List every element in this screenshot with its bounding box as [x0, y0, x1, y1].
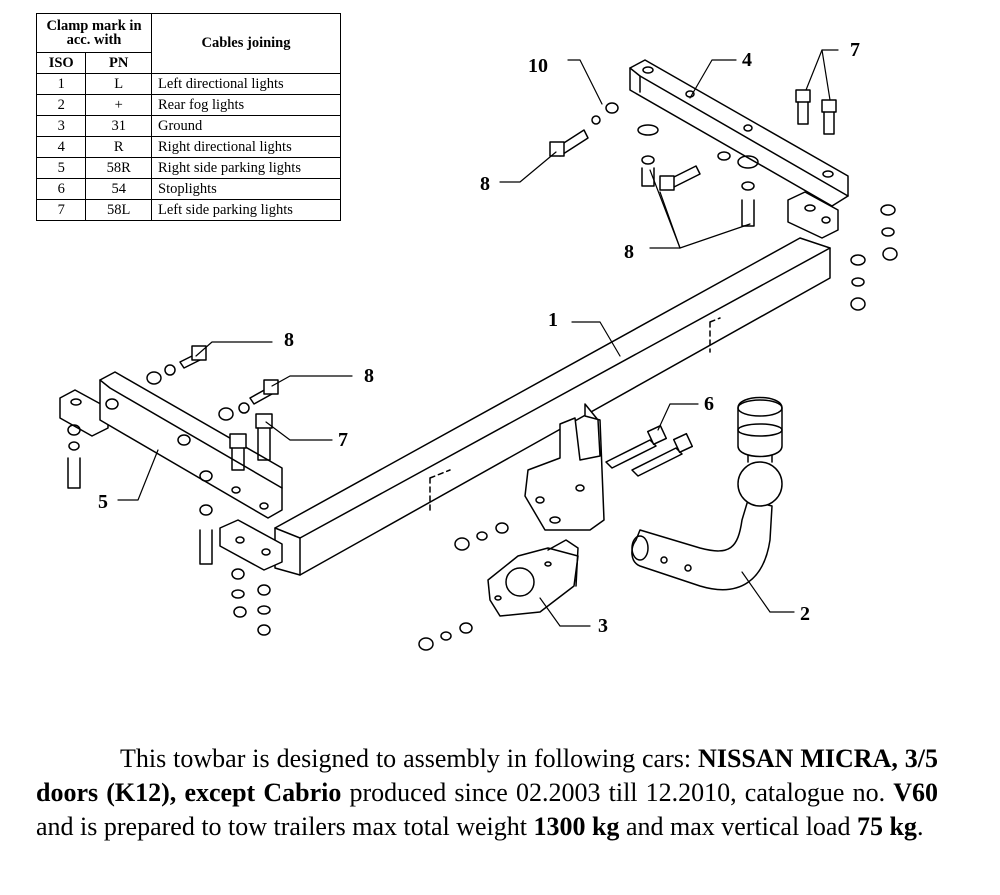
desc-end: . — [916, 812, 924, 841]
desc-cell: Stoplights — [151, 178, 341, 200]
callout-10: 10 — [528, 55, 548, 77]
fasteners — [67, 89, 898, 651]
iso-cell: 7 — [35, 199, 87, 221]
ball-mount-bracket-part — [524, 403, 605, 531]
iso-header: ISO — [35, 52, 87, 74]
max-vertical-load: 75 kg — [856, 812, 917, 841]
bolts-6 — [605, 424, 694, 477]
max-trailer-weight: 1300 kg — [533, 812, 620, 841]
callout-6: 6 — [704, 393, 714, 415]
callout-1: 1 — [548, 309, 558, 331]
desc-part2: produced since 02.2003 till 12.2010, cat… — [341, 778, 894, 807]
pn-header: PN — [85, 52, 152, 74]
catalogue-number: V60 — [893, 778, 938, 807]
callout-8-left-2: 8 — [364, 365, 374, 387]
desc-cell: Right side parking lights — [151, 157, 341, 179]
socket-plate-part — [487, 539, 579, 617]
leader-lines — [117, 49, 839, 627]
callout-7-top: 7 — [850, 39, 860, 61]
cross-beam-part — [274, 237, 831, 576]
desc-part4: and max vertical load — [619, 812, 857, 841]
callout-7-left: 7 — [338, 429, 348, 451]
callout-4: 4 — [742, 49, 752, 71]
callout-2: 2 — [800, 603, 810, 625]
pn-cell: 58L — [85, 199, 152, 221]
callout-8-top: 8 — [624, 241, 634, 263]
desc-cell: Rear fog lights — [151, 94, 341, 116]
desc-part3: and is prepared to tow trailers max tota… — [36, 812, 534, 841]
table-subheader-row: ISO PN — [35, 52, 341, 74]
desc-cell: Left side parking lights — [151, 199, 341, 221]
fitment-description: This towbar is designed to assembly in f… — [36, 742, 938, 844]
tow-ball-part — [631, 396, 783, 591]
cables-joining-header: Cables joining — [151, 13, 341, 74]
callout-5: 5 — [98, 491, 108, 513]
right-bracket-part — [629, 59, 849, 239]
desc-cell: Right directional lights — [151, 136, 341, 158]
clamp-mark-header: Clamp mark in acc. with — [36, 13, 152, 53]
cable-joining-table: Clamp mark in acc. with Cables joining I… — [35, 13, 341, 221]
table-row: 2+Rear fog lights — [35, 94, 341, 116]
desc-intro: This towbar is designed to assembly in f… — [120, 744, 692, 773]
callout-3: 3 — [598, 615, 608, 637]
table-header-row: Clamp mark in acc. with Cables joining — [36, 13, 341, 74]
towbar-exploded-diagram: 10 4 7 8 8 1 8 8 6 7 5 2 3 — [59, 39, 898, 651]
callout-8-top-left: 8 — [480, 173, 490, 195]
left-bracket-part — [59, 371, 283, 571]
car-model: NISSAN MICRA, 3/5 doors (K12), except Ca… — [36, 744, 939, 807]
callout-8-left: 8 — [284, 329, 294, 351]
